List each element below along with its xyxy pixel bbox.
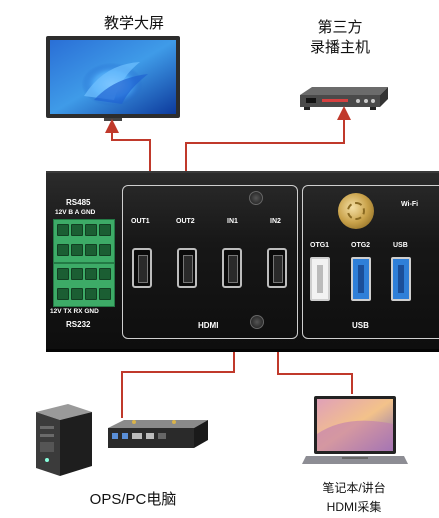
terminal-screw bbox=[99, 244, 111, 256]
hdmi-in1-label: IN1 bbox=[227, 218, 238, 225]
usb-otg2-label: OTG2 bbox=[351, 242, 371, 249]
usb-otg1-label: OTG1 bbox=[310, 242, 330, 249]
rs485-pin-label: 12V B A GND bbox=[55, 209, 96, 216]
arrow-out1-to-display bbox=[105, 119, 151, 171]
usb-otg2-port bbox=[351, 257, 371, 301]
terminal-screw bbox=[85, 268, 97, 280]
hdmi-section-frame bbox=[122, 185, 298, 339]
wifi-antenna-connector bbox=[338, 193, 374, 229]
rs232-pin-label: 12V TX RX GND bbox=[50, 308, 99, 315]
recorder-label-line2: 录播主机 bbox=[309, 39, 370, 56]
mount-screw bbox=[250, 315, 264, 329]
hdmi-out1-label: OUT1 bbox=[131, 218, 150, 225]
terminal-screw bbox=[85, 288, 97, 300]
recorder-image bbox=[300, 85, 388, 111]
terminal-screw bbox=[71, 268, 83, 280]
hdmi-in2-port bbox=[267, 248, 287, 288]
usb-port bbox=[391, 257, 411, 301]
terminal-screw bbox=[71, 288, 83, 300]
arrow-out2-to-recorder bbox=[185, 106, 351, 171]
usb-section-label: USB bbox=[352, 321, 369, 330]
hdmi-out2-port bbox=[177, 248, 197, 288]
laptop-label-line2: HDMI采集 bbox=[326, 500, 382, 514]
ops-module-image bbox=[104, 418, 212, 452]
hdmi-in1-port bbox=[222, 248, 242, 288]
hdmi-out2-label: OUT2 bbox=[176, 218, 195, 225]
rs232-label: RS232 bbox=[66, 320, 91, 329]
terminal-screw bbox=[85, 244, 97, 256]
terminal-screw bbox=[71, 224, 83, 236]
terminal-screw bbox=[99, 224, 111, 236]
wifi-label: Wi-Fi bbox=[401, 201, 419, 208]
rs485-terminal-block bbox=[53, 219, 115, 263]
recorder-label-line1: 第三方 bbox=[317, 19, 363, 36]
monitor-image bbox=[44, 34, 182, 122]
usb-port-label: USB bbox=[393, 242, 408, 249]
device-back-panel: RS485 12V B A GND 12V TX RX GND RS232 OU… bbox=[46, 171, 439, 352]
rs485-label: RS485 bbox=[66, 198, 91, 207]
pc-tower-image bbox=[30, 404, 98, 476]
laptop-label-line1: 笔记本/讲台 bbox=[322, 481, 386, 495]
terminal-screw bbox=[71, 244, 83, 256]
mount-screw bbox=[249, 191, 263, 205]
usb-otg1-port bbox=[310, 257, 330, 301]
ops-label: OPS/PC电脑 bbox=[89, 491, 177, 508]
terminal-screw bbox=[99, 268, 111, 280]
hdmi-section-label: HDMI bbox=[198, 321, 219, 330]
terminal-screw bbox=[57, 244, 69, 256]
terminal-screw bbox=[57, 268, 69, 280]
terminal-screw bbox=[85, 224, 97, 236]
usb-section-frame bbox=[302, 185, 439, 339]
laptop-image bbox=[302, 394, 408, 468]
terminal-screw bbox=[57, 288, 69, 300]
terminal-screw bbox=[99, 288, 111, 300]
hdmi-out1-port bbox=[132, 248, 152, 288]
display-label: 教学大屏 bbox=[103, 15, 164, 32]
rs232-terminal-block bbox=[53, 263, 115, 307]
terminal-screw bbox=[57, 224, 69, 236]
hdmi-in2-label: IN2 bbox=[270, 218, 281, 225]
